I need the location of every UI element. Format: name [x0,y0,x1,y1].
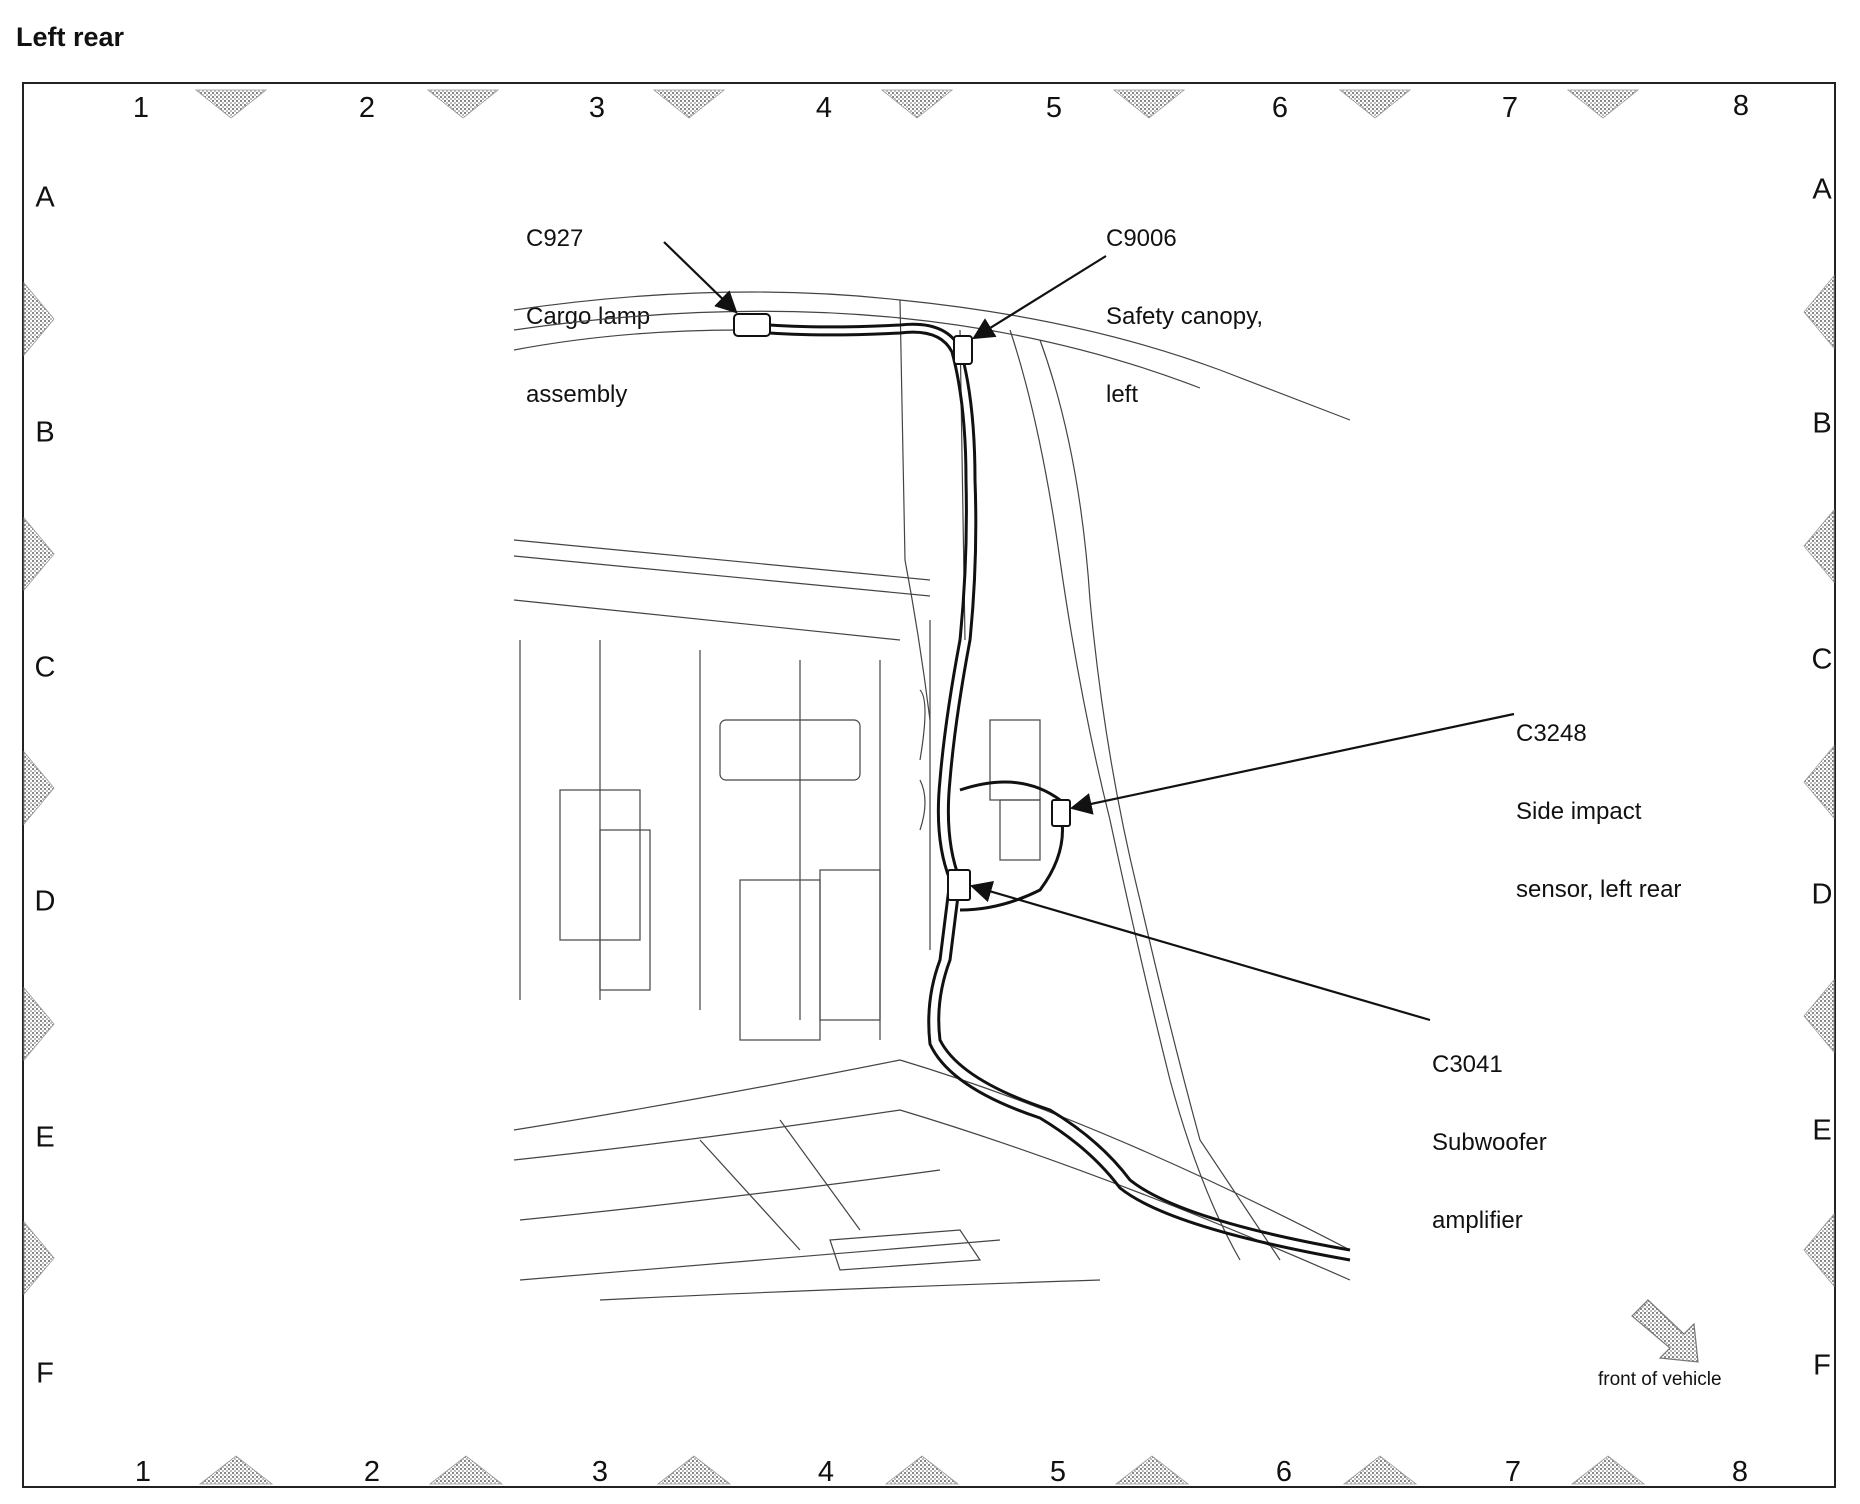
row-label-left: C [34,651,56,684]
column-label-top: 1 [132,92,150,124]
connectors [733,313,1071,901]
connector-code: C927 [526,225,584,252]
front-of-vehicle-arrow-icon [1631,1299,1699,1363]
column-label-bottom: 2 [363,1456,381,1488]
column-label-bottom: 6 [1275,1456,1293,1488]
connector-c3248-icon [1051,799,1071,827]
row-label-right: A [1812,173,1832,206]
grid-markers-left [23,281,55,1296]
column-label-top: 5 [1045,92,1063,124]
connector-description: Cargo lamp [526,303,651,330]
row-label-right: C [1811,643,1833,676]
row-label-left: F [36,1357,54,1390]
column-label-bottom: 8 [1731,1456,1749,1488]
connector-description: Subwoofer [1432,1129,1547,1156]
callout-c927: C927 Cargo lamp assembly [526,174,650,434]
column-label-bottom: 1 [134,1456,152,1488]
row-label-right: E [1812,1114,1832,1147]
connector-code: C9006 [1106,225,1177,252]
column-label-bottom: 3 [591,1456,609,1488]
connector-description: amplifier [1432,1207,1523,1234]
wire-harness [739,320,1351,1262]
grid-markers-top [194,89,1640,119]
column-label-bottom: 5 [1049,1456,1067,1488]
row-label-right: B [1812,407,1832,440]
row-label-left: B [35,416,55,449]
callout-c3248: C3248 Side impact sensor, left rear [1516,669,1681,929]
column-label-top: 8 [1732,90,1750,122]
callout-c9006: C9006 Safety canopy, left [1106,174,1263,434]
row-label-left: E [35,1121,55,1154]
grid-markers-right [1803,274,1835,1288]
column-label-top: 3 [588,92,606,124]
connector-description: assembly [526,381,628,408]
row-label-left: A [35,181,55,214]
column-label-top: 2 [358,92,376,124]
connector-c3041-icon [947,869,971,901]
column-label-bottom: 7 [1504,1456,1522,1488]
row-label-left: D [34,885,56,918]
column-label-top: 6 [1271,92,1289,124]
connector-code: C3248 [1516,720,1587,747]
connector-c9006-icon [953,335,973,365]
connector-c927-icon [733,313,771,337]
page-title: Left rear [16,22,125,52]
connector-description: Side impact [1516,798,1642,825]
column-label-top: 7 [1501,92,1519,124]
column-label-bottom: 4 [817,1456,835,1488]
front-of-vehicle-label: front of vehicle [1598,1369,1722,1390]
grid-markers-bottom [198,1455,1646,1485]
column-label-top: 4 [815,92,833,124]
callout-c3041: C3041 Subwoofer amplifier [1432,1000,1547,1260]
diagram-frame [22,82,1836,1488]
connector-code: C3041 [1432,1051,1503,1078]
connector-description: Safety canopy, [1106,303,1263,330]
connector-description: sensor, left rear [1516,876,1682,903]
row-label-right: F [1813,1349,1831,1382]
leader-arrows [663,241,1515,1022]
connector-description: left [1106,381,1139,408]
row-label-right: D [1811,878,1833,911]
body-structure [513,291,1351,1301]
